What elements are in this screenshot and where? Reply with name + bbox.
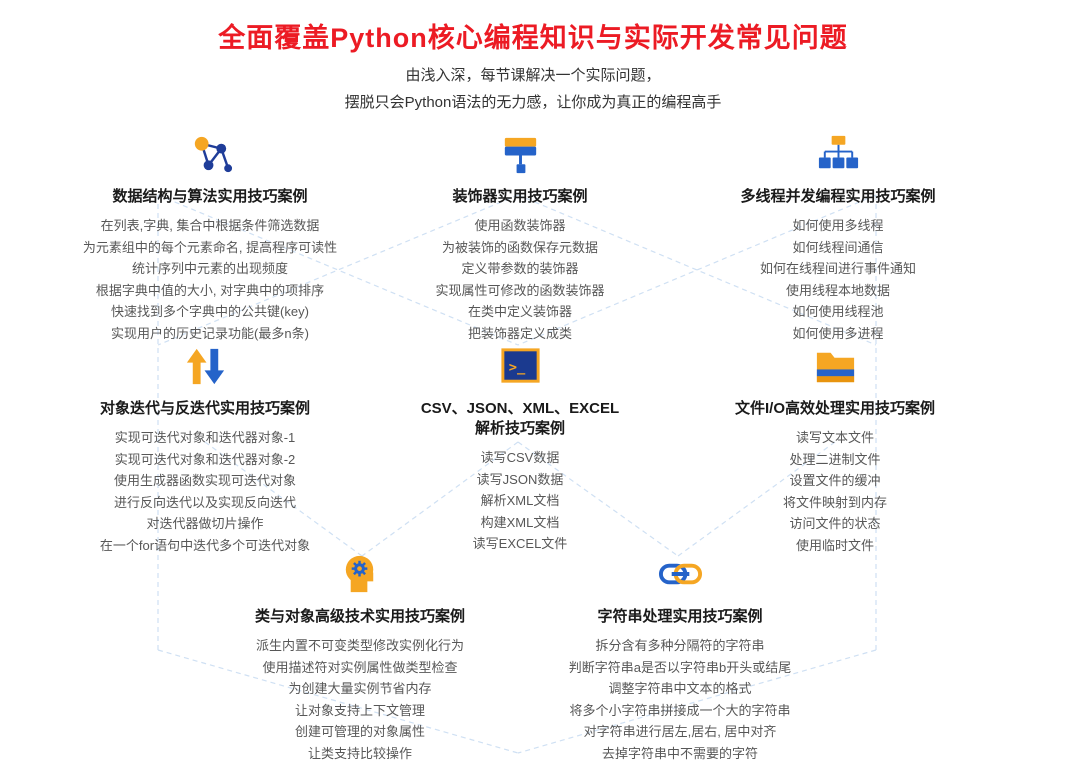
module-item: 定义带参数的装饰器 — [461, 261, 579, 276]
module-item-list: 拆分含有多种分隔符的字符串判断字符串a是否以字符串b开头或结尾调整字符串中文本的… — [515, 635, 845, 764]
module-item: 将多个小字符串拼接成一个大的字符串 — [569, 702, 791, 718]
module-title: 文件I/O高效处理实用技巧案例 — [734, 400, 935, 417]
module-item: 为被装饰的函数保存元数据 — [441, 239, 598, 255]
module-title: 字符串处理实用技巧案例 — [597, 608, 763, 625]
module-title: 装饰器实用技巧案例 — [452, 188, 588, 205]
module-item: 使用描述符对实例属性做类型检查 — [262, 659, 458, 675]
network-icon — [50, 128, 370, 178]
module-title: 类与对象高级技术实用技巧案例 — [254, 608, 465, 625]
module-item: 让对象支持上下文管理 — [294, 702, 425, 718]
module-item: 实现用户的历史记录功能(最多n条) — [111, 325, 309, 341]
module-item: 使用线程本地数据 — [785, 282, 890, 298]
module-item-list: 读写文本文件处理二进制文件设置文件的缓冲将文件映射到内存访问文件的状态使用临时文… — [690, 427, 980, 556]
module-item-list: 如何使用多线程如何线程间通信如何在线程间进行事件通知使用线程本地数据如何使用线程… — [688, 215, 988, 344]
module-item-list: 读写CSV数据读写JSON数据解析XML文档构建XML文档读写EXCEL文件 — [370, 447, 670, 555]
module-item-list: 在列表,字典, 集合中根据条件筛选数据为元素组中的每个元素命名, 提高程序可读性… — [50, 215, 370, 344]
module-multithreading: 多线程并发编程实用技巧案例 如何使用多线程如何线程间通信如何在线程间进行事件通知… — [688, 128, 988, 344]
module-item: 让类支持比较操作 — [307, 745, 412, 761]
module-item-list: 使用函数装饰器为被装饰的函数保存元数据定义带参数的装饰器实现属性可修改的函数装饰… — [370, 215, 670, 344]
module-item: 设置文件的缓冲 — [789, 473, 881, 488]
module-item: 在列表,字典, 集合中根据条件筛选数据 — [100, 218, 320, 233]
module-item: 对字符串进行居左,居右, 居中对齐 — [583, 724, 777, 739]
module-item: 实现可迭代对象和迭代器对象-1 — [114, 430, 296, 445]
module-title: CSV、JSON、XML、EXCEL — [420, 400, 620, 417]
subtitle-line-1: 由浅入深，每节课解决一个实际问题， — [405, 67, 661, 84]
sort-arrows-icon — [45, 340, 365, 390]
module-item: 为创建大量实例节省内存 — [288, 681, 432, 696]
module-item: 对迭代器做切片操作 — [146, 516, 264, 531]
module-item: 拆分含有多种分隔符的字符串 — [595, 638, 765, 653]
module-item: 派生内置不可变类型修改实例化行为 — [255, 638, 464, 653]
module-classes-objects: 类与对象高级技术实用技巧案例 派生内置不可变类型修改实例化行为使用描述符对实例属… — [200, 548, 520, 764]
module-item: 如何在线程间进行事件通知 — [759, 261, 916, 276]
module-item: 构建XML文档 — [480, 514, 560, 530]
module-item: 使用函数装饰器 — [474, 218, 566, 233]
module-item: 如何线程间通信 — [792, 239, 884, 255]
module-item: 将文件映射到内存 — [782, 494, 887, 510]
module-item: 使用生成器函数实现可迭代对象 — [113, 473, 296, 488]
module-title: 对象迭代与反迭代实用技巧案例 — [99, 400, 310, 417]
module-item: 在一个for语句中迭代多个可迭代对象 — [99, 537, 311, 553]
module-item: 实现可迭代对象和迭代器对象-2 — [114, 451, 296, 467]
paint-roller-icon — [370, 128, 670, 178]
module-item: 如何使用多线程 — [792, 218, 884, 233]
module-file-io: 文件I/O高效处理实用技巧案例 读写文本文件处理二进制文件设置文件的缓冲将文件映… — [690, 340, 980, 556]
module-item: 读写EXCEL文件 — [472, 536, 568, 551]
module-item: 如何使用多进程 — [792, 325, 884, 341]
module-item: 调整字符串中文本的格式 — [608, 681, 752, 696]
svg-text:>_: >_ — [508, 359, 525, 375]
module-item: 实现属性可修改的函数装饰器 — [435, 282, 605, 298]
flowchart-icon — [688, 128, 988, 178]
module-item: 根据字典中值的大小, 对字典中的项排序 — [95, 282, 325, 298]
module-data-structures: 数据结构与算法实用技巧案例 在列表,字典, 集合中根据条件筛选数据为元素组中的每… — [50, 128, 370, 344]
module-item-list: 实现可迭代对象和迭代器对象-1 实现可迭代对象和迭代器对象-2 使用生成器函数实现可… — [45, 427, 365, 556]
module-decorators: 装饰器实用技巧案例 使用函数装饰器为被装饰的函数保存元数据定义带参数的装饰器实现… — [370, 128, 670, 344]
module-title: 数据结构与算法实用技巧案例 — [112, 188, 308, 205]
module-item: 访问文件的状态 — [789, 516, 881, 531]
chain-link-icon — [515, 548, 845, 598]
module-item: 读写CSV数据 — [480, 450, 560, 465]
head-gear-icon — [200, 548, 520, 598]
module-item: 处理二进制文件 — [789, 451, 881, 467]
module-item: 创建可管理的对象属性 — [294, 724, 425, 739]
module-item: 进行反向迭代以及实现反向迭代 — [113, 494, 296, 510]
module-item: 判断字符串a是否以字符串b开头或结尾 — [568, 659, 792, 675]
module-item: 如何使用线程池 — [792, 304, 884, 319]
module-item: 统计序列中元素的出现频度 — [131, 261, 288, 276]
page-subtitle: 由浅入深，每节课解决一个实际问题， 摆脱只会Python语法的无力感，让你成为真… — [0, 62, 1066, 116]
module-item-list: 派生内置不可变类型修改实例化行为使用描述符对实例属性做类型检查为创建大量实例节省… — [200, 635, 520, 764]
module-item: 把装饰器定义成类 — [467, 325, 572, 341]
module-item: 解析XML文档 — [480, 493, 560, 508]
module-item: 读写JSON数据 — [476, 471, 564, 487]
module-item: 在类中定义装饰器 — [467, 304, 572, 319]
module-item: 为元素组中的每个元素命名, 提高程序可读性 — [82, 239, 338, 255]
module-strings: 字符串处理实用技巧案例 拆分含有多种分隔符的字符串判断字符串a是否以字符串b开头… — [515, 548, 845, 764]
module-item: 去掉字符串中不需要的字符 — [601, 745, 758, 761]
terminal-icon: >_ — [370, 340, 670, 390]
module-item: 使用临时文件 — [795, 537, 874, 553]
page-title: 全面覆盖Python核心编程知识与实际开发常见问题 — [218, 23, 848, 53]
module-item: 快速找到多个字典中的公共键(key) — [111, 304, 309, 319]
module-title-line2: 解析技巧案例 — [474, 420, 565, 437]
folder-icon — [690, 340, 980, 390]
module-title: 多线程并发编程实用技巧案例 — [740, 188, 936, 205]
module-data-parsing: >_ CSV、JSON、XML、EXCEL 解析技巧案例 读写CSV数据读写JS… — [370, 340, 670, 555]
module-item: 读写文本文件 — [795, 430, 874, 445]
subtitle-line-2: 摆脱只会Python语法的无力感，让你成为真正的编程高手 — [344, 94, 722, 111]
